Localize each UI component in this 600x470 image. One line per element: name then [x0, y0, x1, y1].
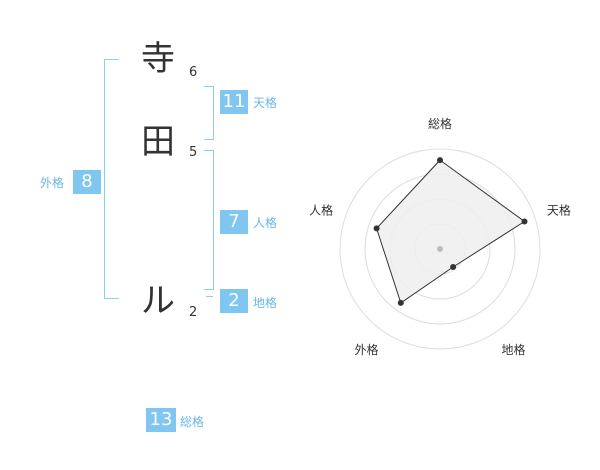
stroke-count-1: 6: [189, 65, 198, 80]
name-char-3: ル: [141, 281, 175, 321]
stroke-count-2: 5: [189, 145, 198, 160]
tenkaku-value-box: 11: [220, 90, 248, 114]
jinkaku-bracket: [204, 150, 214, 290]
radar-axis-label-3: 外格: [354, 342, 378, 357]
radar-series-polygon: [376, 159, 526, 304]
stroke-count-3: 2: [189, 305, 198, 320]
gaikaku-value-box: 8: [73, 170, 101, 194]
chikaku-bracket: [206, 296, 213, 297]
radar-axis-label-1: 天格: [547, 202, 571, 217]
tenkaku-bracket: [204, 86, 214, 140]
chikaku-label: 地格: [253, 296, 278, 310]
chikaku-value-box: 2: [220, 289, 248, 313]
radar-center-dot: [437, 246, 443, 252]
radar-point-4: [373, 225, 380, 232]
radar-point-3: [397, 299, 404, 306]
gaikaku-label: 外格: [40, 176, 65, 190]
radar-point-0: [437, 157, 443, 164]
soukaku-label: 総格: [180, 415, 205, 429]
radar-points: [373, 157, 528, 306]
radar-axis-label-0: 総格: [428, 116, 452, 131]
jinkaku-value-box: 7: [220, 210, 248, 234]
radar-ring-4: [339, 148, 541, 350]
soukaku-value-box: 13: [146, 408, 176, 432]
gaikaku-bracket: [104, 59, 119, 299]
radar-axis-label-2: 地格: [501, 342, 525, 357]
radar-axis-label-4: 人格: [309, 202, 333, 217]
name-char-2: 田: [141, 122, 175, 162]
radar-point-1: [521, 218, 528, 225]
radar-point-2: [450, 264, 457, 270]
tenkaku-label: 天格: [253, 96, 278, 110]
jinkaku-label: 人格: [253, 216, 278, 230]
name-char-1: 寺: [141, 39, 175, 79]
